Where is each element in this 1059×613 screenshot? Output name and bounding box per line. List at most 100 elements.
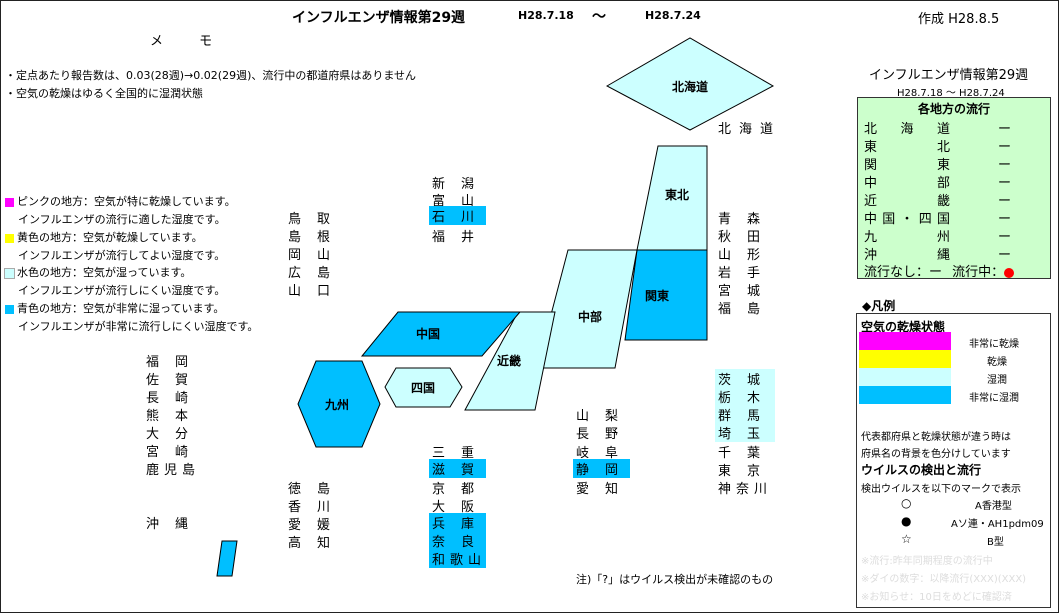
flow-row-kyushu: 九州ー — [864, 226, 1044, 245]
region-kanto-label: 関東 — [645, 288, 669, 303]
memo-note-1: ・定点あたり報告数は、0.03(28週)→0.02(29週)、流行中の都道府県は… — [5, 69, 417, 82]
memo-heading: メ モ — [150, 34, 229, 49]
faded-note-1: ※流行:昨年同期程度の流行中 — [861, 556, 993, 567]
flow-row-hokkaido: 北海道ー — [864, 118, 1044, 137]
footnote: 注)「?」はウイルス検出が未確認のもの — [576, 573, 774, 586]
pref-okinawa: 沖縄 — [146, 517, 205, 532]
swatch-moist — [859, 368, 951, 386]
legend-yellow: 黄色の地方：空気が乾燥しています。 — [5, 229, 203, 245]
pref-yamanashi: 山梨 — [576, 409, 635, 424]
flow-row-okinawa: 沖縄ー — [864, 244, 1044, 263]
flow-row-kanto: 関東 ー — [864, 154, 1044, 173]
pref-nara: 奈良 — [429, 531, 486, 550]
faded-note-2: ※ダイの数字：以降流行(XXX)(XXX) — [861, 574, 1027, 585]
region-tohoku-label: 東北 — [665, 187, 689, 202]
virus-intro: 検出ウイルスを以下のマークで表示 — [861, 484, 1021, 495]
legend-cyan: 水色の地方：空気が湿っています。 — [4, 264, 192, 280]
faded-note-3: ※お知らせ：10日をめどに確認済 — [861, 592, 1012, 603]
legend-pink-sub: インフルエンザの流行に適した湿度です。 — [18, 213, 226, 226]
pref-shimane: 島根 — [288, 230, 347, 245]
pref-mie: 三重 — [432, 446, 491, 461]
blue-swatch — [5, 304, 14, 314]
mark-label-a-soviet: Aソ連・AH1pdm09 — [951, 519, 1044, 530]
pref-fukuoka: 福岡 — [146, 355, 205, 370]
page-title: インフルエンザ情報第29週 — [292, 10, 466, 26]
pref-tochigi: 栃木 — [715, 387, 775, 406]
pref-osaka: 大阪 — [432, 500, 491, 515]
region-kinki[interactable] — [464, 311, 556, 411]
swatch-very-dry — [859, 332, 951, 350]
flow-row-tohoku: 東北ー — [864, 136, 1044, 155]
swatch-very-moist — [859, 386, 951, 404]
pref-toyama: 富山 — [432, 194, 491, 209]
pref-gifu: 岐阜 — [576, 446, 635, 461]
pref-shizuoka: 静岡 — [573, 459, 630, 478]
pref-miyagi: 宮城 — [718, 284, 777, 299]
date-to: H28.7.24 — [645, 9, 701, 22]
legend-cyan-label: 水色の地方：空気が湿っています。 — [17, 266, 192, 279]
pref-aichi: 愛知 — [576, 482, 635, 497]
yellow-swatch — [5, 233, 14, 243]
legend-yellow-label: 黄色の地方：空気が乾燥しています。 — [17, 231, 203, 244]
mark-label-b: B型 — [987, 537, 1004, 548]
region-shikoku-label: 四国 — [411, 381, 435, 395]
pref-iwate: 岩手 — [718, 266, 777, 281]
region-chugoku[interactable] — [360, 311, 522, 357]
flow-heading: 各地方の流行 — [917, 102, 990, 116]
region-shikoku[interactable] — [384, 367, 463, 408]
circle-filled-icon: ● — [901, 514, 912, 528]
pref-tokyo: 東京 — [718, 464, 777, 479]
mark-label-a-hongkong: A香港型 — [975, 501, 1012, 512]
region-kyushu[interactable] — [297, 360, 381, 448]
pref-yamaguchi: 山口 — [288, 284, 347, 299]
region-kyushu-label: 九州 — [324, 397, 349, 412]
dryness-heading: 空気の乾燥状態 — [861, 320, 946, 334]
legend-blue: 青色の地方：空気が非常に湿っています。 — [5, 300, 224, 316]
flow-value: ー — [998, 230, 1012, 245]
created-date: 作成 H28.8.5 — [918, 12, 1000, 27]
legend-note-1: 代表都府県と乾燥状態が違う時は — [861, 432, 1011, 443]
legend-cyan-sub: インフルエンザが流行しにくい湿度です。 — [18, 284, 226, 297]
flow-value: ー — [998, 140, 1012, 155]
pref-yamagata: 山形 — [718, 248, 777, 263]
pref-kumamoto: 熊本 — [146, 409, 205, 424]
pref-saitama: 埼玉 — [715, 423, 775, 442]
flow-value: ー — [998, 158, 1012, 173]
flow-value: ー — [998, 176, 1012, 191]
flow-name: 近畿 — [864, 194, 950, 209]
legend-box: 空気の乾燥状態 非常に乾燥 乾燥 湿潤 非常に湿潤 代表都府県と乾燥状態が違う時… — [856, 313, 1051, 608]
legend-blue-sub: インフルエンザが非常に流行しにくい湿度です。 — [18, 320, 259, 333]
legend-blue-label: 青色の地方：空気が非常に湿っています。 — [17, 302, 225, 315]
flow-row-chubu: 中部ー — [864, 172, 1044, 191]
flow-status-box: 各地方の流行 北海道ー 東北ー 関東ー 中部ー 近畿ー 中国・四国ー 九州ー 沖… — [857, 97, 1051, 280]
pref-niigata: 新潟 — [432, 177, 491, 192]
flow-name: 沖縄 — [864, 248, 950, 263]
region-okinawa[interactable] — [216, 540, 238, 577]
pref-saga: 佐賀 — [146, 373, 205, 388]
region-hokkaido[interactable] — [605, 37, 775, 131]
flow-value: ー — [998, 122, 1012, 137]
flow-row-kinki: 近畿ー — [864, 190, 1044, 209]
pref-kagoshima: 鹿児島 — [146, 463, 201, 478]
pref-ehime: 愛媛 — [288, 518, 347, 533]
memo-note-2: ・空気の乾燥はゆるく全国的に湿潤状態 — [5, 87, 203, 100]
pref-akita: 秋田 — [718, 230, 777, 245]
pref-hiroshima: 広島 — [288, 266, 347, 281]
virus-heading: ウイルスの検出と流行 — [861, 463, 982, 477]
region-chugoku-label: 中国 — [416, 326, 440, 341]
pref-shiga: 滋賀 — [429, 459, 486, 478]
flow-name: 関東 — [864, 158, 950, 173]
pref-hokkaido: 北海道 — [718, 122, 782, 137]
pref-hyogo: 兵庫 — [429, 513, 486, 532]
pref-miyazaki: 宮崎 — [146, 445, 205, 460]
pref-tokushima: 徳島 — [288, 482, 347, 497]
region-kinki-label: 近畿 — [497, 353, 521, 368]
region-chubu[interactable] — [536, 249, 638, 369]
flow-row-chugoku-shikoku: 中国・四国ー — [864, 208, 1044, 227]
pref-ibaraki: 茨城 — [715, 369, 775, 388]
region-kanto[interactable] — [624, 249, 708, 341]
cyan-swatch — [4, 267, 15, 279]
flow-none-label: 流行なし：ー — [864, 265, 943, 280]
pref-kochi: 高知 — [288, 536, 347, 551]
flow-name: 中国・四国 — [864, 212, 950, 227]
